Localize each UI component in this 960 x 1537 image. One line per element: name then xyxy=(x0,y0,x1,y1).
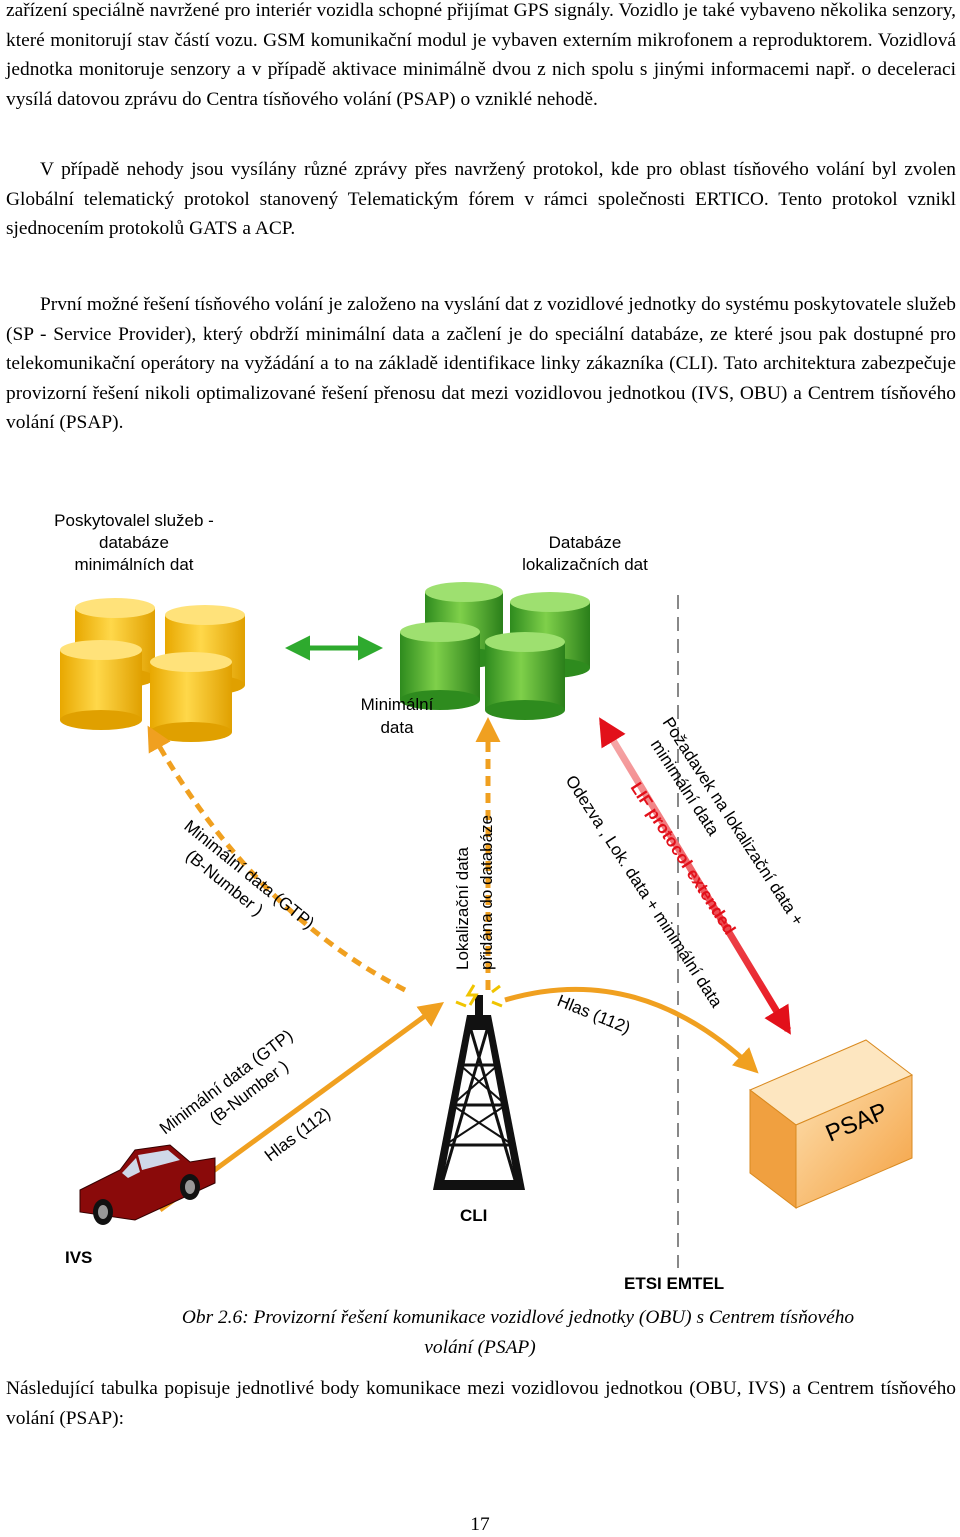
figure-caption: Obr 2.6: Provizorní řešení komunikace vo… xyxy=(0,1303,960,1363)
location-request-line1: Požadavek na lokalizační data + xyxy=(659,714,808,929)
psap-box xyxy=(749,1039,913,1210)
paragraph-intro: zařízení speciálně navržené pro interiér… xyxy=(6,0,956,110)
location-database-cylinders xyxy=(400,582,590,720)
sp-title-line2: databáze xyxy=(99,533,169,552)
db-title-line2: lokalizačních dat xyxy=(522,555,648,574)
minimal-data-label-line2: data xyxy=(380,718,414,737)
location-data-added-line2: přidána do databáze xyxy=(477,815,496,970)
database-cylinder xyxy=(400,622,480,710)
sp-database-cylinders xyxy=(60,598,245,742)
sp-title-line1: Poskytovalel služeb - xyxy=(54,511,214,530)
car-icon xyxy=(79,1144,216,1225)
paragraph-protocol: V případě nehody jsou vysílány různé zpr… xyxy=(6,159,956,239)
ivs-label: IVS xyxy=(65,1248,92,1267)
figure-caption-line2: volání (PSAP) xyxy=(424,1337,536,1358)
page-number: 17 xyxy=(470,1514,490,1535)
voice-112-lower-label: Hlas (112) xyxy=(261,1104,334,1166)
lif-protocol-arrow xyxy=(599,717,791,1035)
sp-title-line3: minimálních dat xyxy=(74,555,193,574)
etsi-emtel-label: ETSI EMTEL xyxy=(624,1274,724,1293)
database-cylinder xyxy=(150,652,232,742)
location-data-added-line1: Lokalizační data xyxy=(453,847,472,970)
paragraph-table-intro: Následující tabulka popisuje jednotlivé … xyxy=(6,1378,956,1429)
gsm-tower-icon xyxy=(433,984,525,1190)
database-cylinder xyxy=(485,632,565,720)
minimal-data-label-line1: Minimální xyxy=(361,695,434,714)
communication-diagram: Poskytovalel služeb - databáze minimální… xyxy=(54,511,913,1293)
voice-112-upper-label: Hlas (112) xyxy=(555,991,634,1038)
db-title-line1: Databáze xyxy=(549,533,622,552)
paragraph-first-solution: První možné řešení tísňového volání je z… xyxy=(6,294,956,433)
cli-label: CLI xyxy=(460,1206,487,1225)
database-cylinder xyxy=(60,640,142,730)
figure-caption-line1: Obr 2.6: Provizorní řešení komunikace vo… xyxy=(181,1307,855,1328)
minimal-data-gtp-path xyxy=(147,725,407,993)
